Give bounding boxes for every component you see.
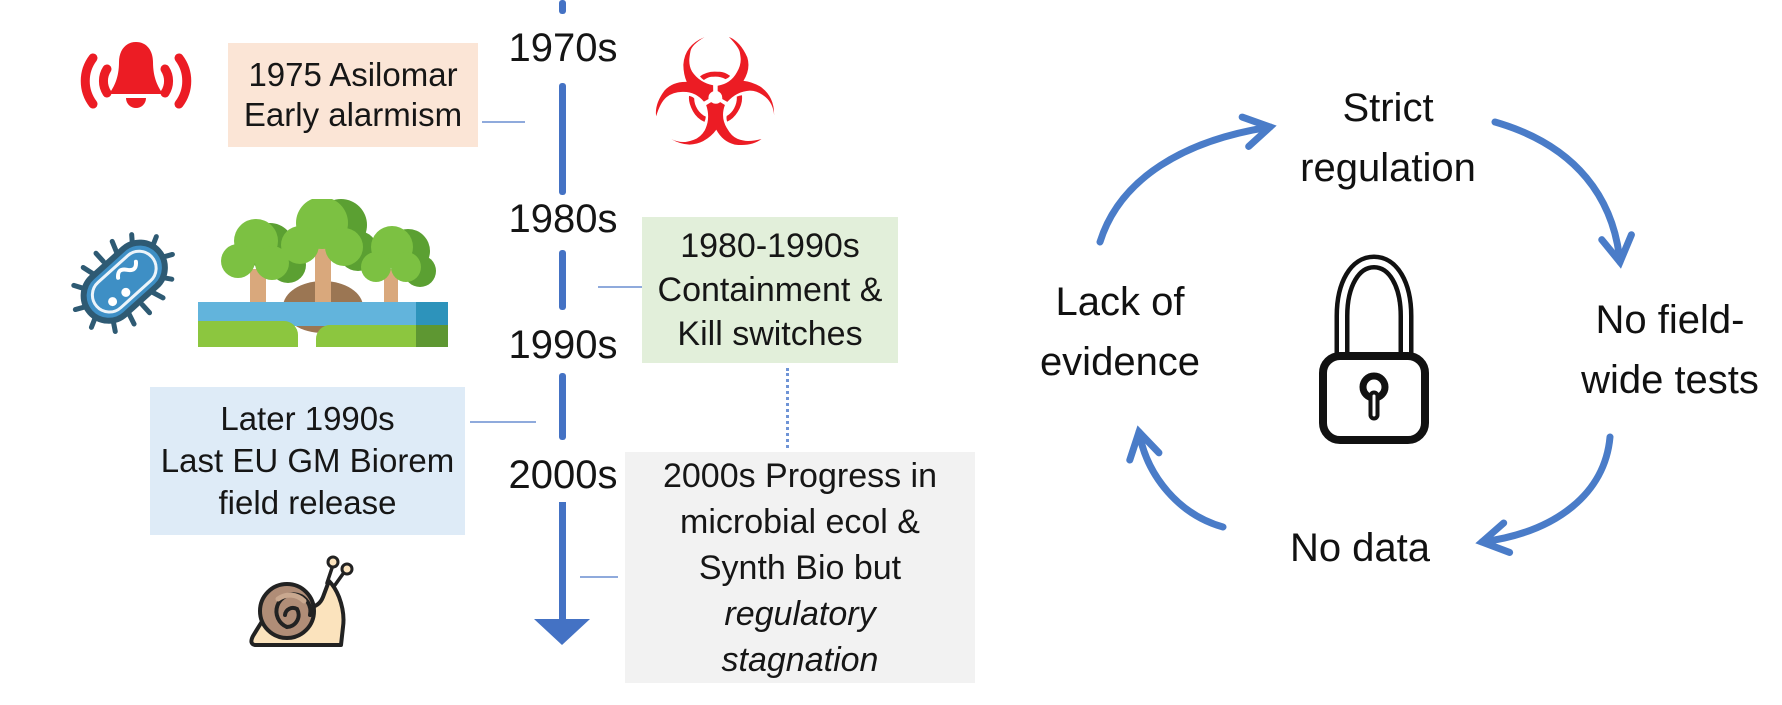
decade-label-2000s: 2000s [508, 453, 618, 497]
cycle-node-no-data: No data [1260, 518, 1460, 578]
snail-icon [245, 553, 355, 655]
cycle-node-line: Lack of [1055, 280, 1185, 324]
arrow-nodata-to-evidence [1126, 425, 1227, 531]
event-line: Kill switches [677, 315, 863, 353]
cycle-node-line: Strict [1342, 86, 1434, 130]
cycle-node-line: regulation [1300, 146, 1476, 190]
padlock-icon [1310, 234, 1438, 448]
cycle-node-line: evidence [1039, 340, 1201, 384]
cycle-node-line: wide tests [1581, 358, 1759, 402]
arrow-tests-to-nodata [1475, 433, 1614, 556]
event-line: field release [218, 484, 397, 521]
timeline-arrowhead-icon [534, 619, 590, 645]
event-box-asilomar: 1975 Asilomar Early alarmism [228, 43, 478, 147]
event-box-eu-field-release: Later 1990s Last EU GM Biorem field rele… [150, 387, 465, 535]
event-line: 1975 Asilomar [248, 56, 458, 93]
timeline-segment [559, 83, 566, 195]
event-line-italic: stagnation [721, 640, 879, 679]
event-box-stagnation: 2000s Progress in microbial ecol & Synth… [625, 452, 975, 683]
event-line: Later 1990s [220, 400, 395, 437]
forest-wetland-icon [198, 197, 448, 347]
alarm-bell-icon [75, 38, 197, 128]
decade-label-1990s: 1990s [508, 323, 618, 367]
event-line: Containment & [657, 271, 883, 309]
decade-label-1970s: 1970s [508, 26, 618, 70]
cycle-node-line: No field- [1595, 298, 1745, 342]
arrow-regulation-to-tests [1491, 118, 1635, 269]
connector-containment [598, 286, 642, 288]
decade-label-1980s: 1980s [508, 197, 618, 241]
bacteria-icon [62, 222, 188, 340]
event-line: Last EU GM Biorem [160, 442, 455, 479]
connector-eu-release [470, 421, 536, 423]
connector-asilomar [482, 121, 525, 123]
cycle-node-line: No data [1289, 526, 1431, 570]
event-line: microbial ecol & [680, 502, 920, 541]
event-line-italic: regulatory [724, 594, 876, 633]
event-line: 1980-1990s [680, 227, 860, 265]
cycle-node-lack-of-evidence: Lack of evidence [1020, 272, 1220, 392]
event-line: Early alarmism [243, 96, 463, 133]
cycle-arrows [1020, 70, 1720, 600]
timeline-segment [559, 373, 566, 440]
event-box-containment: 1980-1990s Containment & Kill switches [642, 217, 898, 363]
dotted-connector [786, 368, 789, 448]
timeline-arrow-shaft [559, 502, 566, 619]
event-line: 2000s Progress in [662, 456, 938, 495]
connector-stagnation [580, 576, 618, 578]
timeline-segment [559, 250, 566, 310]
event-line: Synth Bio but [698, 548, 902, 587]
arrow-evidence-to-regulation [1096, 113, 1277, 246]
timeline-segment [559, 0, 566, 14]
cycle-node-no-field-wide-tests: No field- wide tests [1545, 290, 1782, 410]
biohazard-icon: ☣ [648, 8, 782, 180]
cycle-node-strict-regulation: Strict regulation [1238, 78, 1538, 198]
